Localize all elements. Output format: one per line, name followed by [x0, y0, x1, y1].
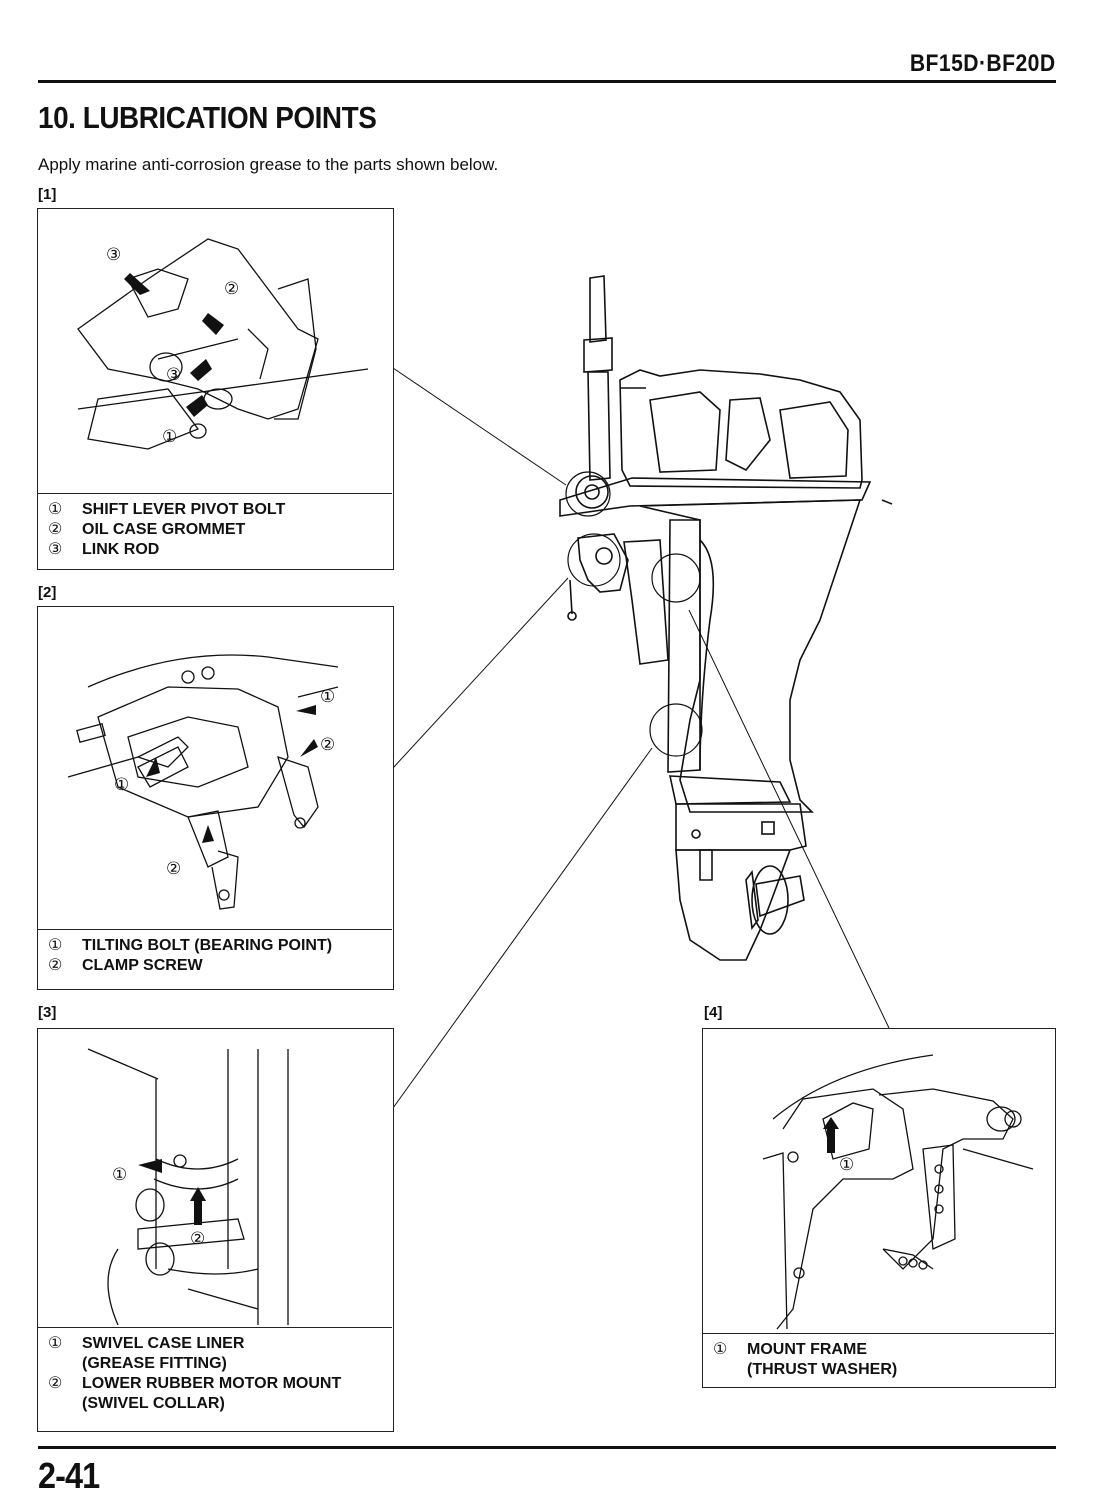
callout-3: ③ — [166, 365, 182, 384]
page-number: 2-41 — [38, 1455, 100, 1496]
clamp-bracket-illustration — [67, 654, 339, 910]
list-item-sub: (THRUST WASHER) — [747, 1361, 898, 1378]
callout-1: ① — [320, 687, 336, 706]
list-item-sub: (SWIVEL COLLAR) — [82, 1395, 225, 1412]
panel-1-tag: [1] — [38, 186, 57, 203]
callout-1: ① — [114, 775, 130, 794]
callout-1: ① — [112, 1165, 128, 1184]
section-title: 10. LUBRICATION POINTS — [38, 100, 377, 135]
panel-3-tag: [3] — [38, 1004, 57, 1021]
header-rule — [38, 80, 1056, 83]
callout-1: ① — [162, 427, 178, 446]
panel-4-tag: [4] — [704, 1004, 723, 1021]
callout-1: ① — [839, 1155, 855, 1174]
intro-text: Apply marine anti-corrosion grease to th… — [38, 155, 499, 174]
callout-2: ② — [190, 1229, 206, 1248]
model-header: BF15D·BF20D — [910, 50, 1056, 77]
shift-lever-illustration — [77, 238, 369, 450]
footer-rule — [38, 1446, 1056, 1449]
mount-frame-illustration — [762, 1054, 1034, 1330]
callout-2: ② — [166, 859, 182, 878]
list-item-sub: (GREASE FITTING) — [82, 1355, 227, 1372]
callout-2: ② — [224, 279, 240, 298]
swivel-case-illustration — [87, 1048, 289, 1325]
callout-3: ③ — [106, 245, 122, 264]
callout-2: ② — [320, 735, 336, 754]
panel-2-tag: [2] — [38, 584, 57, 601]
